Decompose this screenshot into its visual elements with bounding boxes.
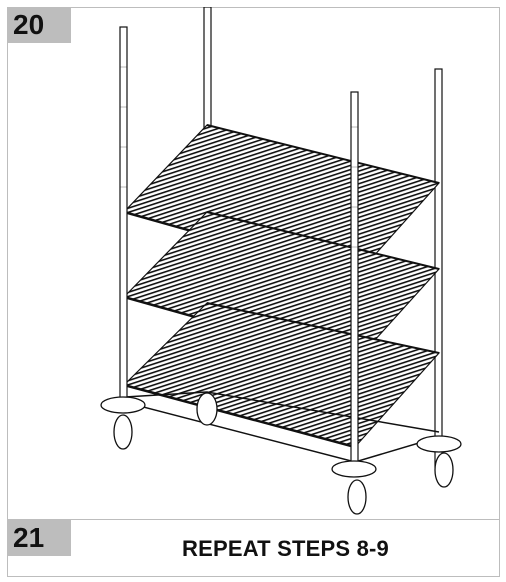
- wire-shelving-cart-icon: [100, 7, 462, 515]
- step-instruction: REPEAT STEPS 8-9: [182, 536, 389, 561]
- step-number-badge: 20: [7, 7, 71, 43]
- step-number-badge: 21: [7, 520, 71, 556]
- shelf-bottom: [122, 302, 441, 449]
- casters: [100, 392, 462, 515]
- step-divider: [7, 519, 500, 520]
